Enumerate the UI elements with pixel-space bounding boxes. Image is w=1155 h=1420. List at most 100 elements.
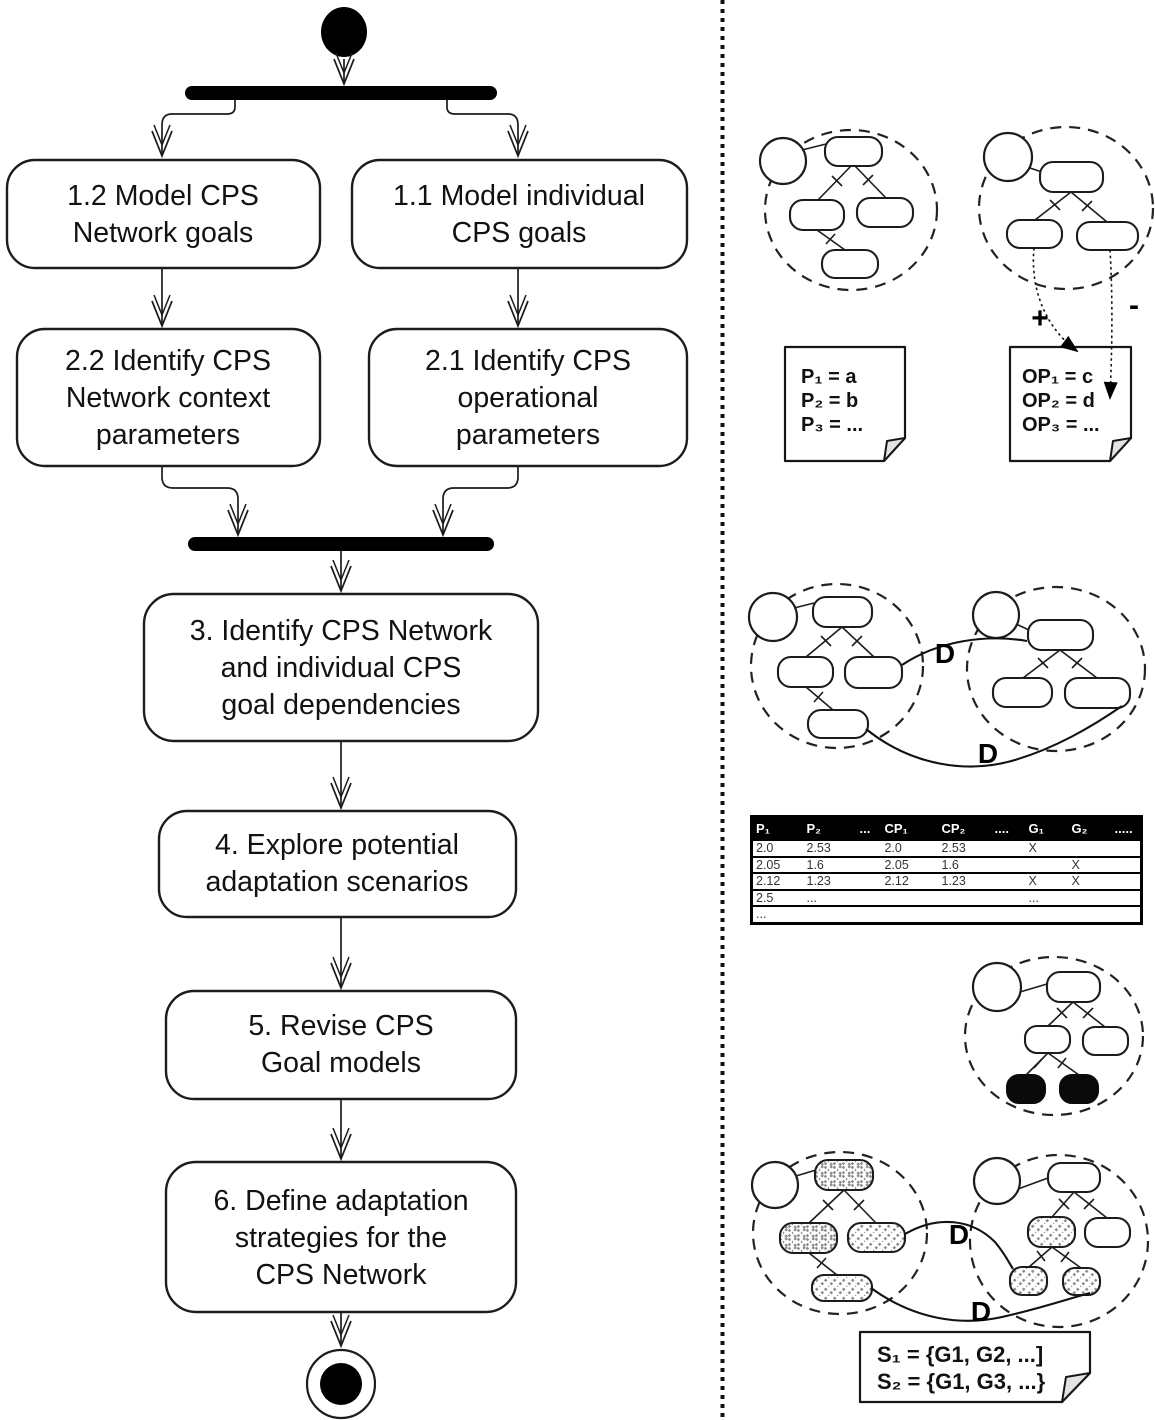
decomposition-tick (851, 635, 863, 647)
table-cell: 1.6 (938, 855, 992, 873)
goal-models-dependency-pair: D D (747, 582, 1147, 769)
table-cell (1025, 855, 1069, 873)
decomposition-link (1034, 191, 1072, 221)
table-cell: 2.12 (881, 872, 939, 890)
cps-boundary-dashed-circle (968, 1153, 1150, 1329)
activity-label-line: 6. Define adaptation (213, 1185, 468, 1217)
activity-node-identify-cps-network-context-parameters: 2.2 Identify CPS Network context paramet… (15, 327, 322, 468)
goal-node-crosshatched (813, 1158, 875, 1192)
activity-label-line: 5. Revise CPS (248, 1010, 433, 1042)
table-cell (991, 888, 1026, 906)
decomposition-link (843, 1189, 877, 1224)
table-cell (991, 855, 1026, 873)
minus-label: - (1129, 289, 1139, 322)
goal-node (1038, 160, 1105, 194)
agent-link (1019, 983, 1048, 993)
activity-node-explore-adaptation-scenarios: 4. Explore potential adaptation scenario… (157, 809, 518, 919)
activity-label-line: CPS goals (452, 217, 587, 249)
table-cell (938, 905, 992, 923)
decomposition-link (817, 165, 852, 201)
note-text-line: P₃ = ... (801, 414, 863, 436)
agent-circle (750, 1160, 800, 1210)
table-cell (856, 905, 882, 923)
table-header-cell: CP₂ (938, 816, 992, 840)
agent-link (801, 143, 827, 151)
activity-label-line: 3. Identify CPS Network (190, 615, 493, 647)
activity-label-line: 2.2 Identify CPS (65, 345, 271, 377)
goal-model-individual-cps (758, 128, 939, 292)
dependency-label: D (971, 1296, 991, 1327)
end-node (305, 1348, 377, 1420)
goal-node (843, 655, 904, 690)
table-cell: 1.6 (803, 855, 857, 873)
note-text-line: OP₁ = c (1022, 366, 1093, 388)
goal-node-hatched (1026, 1215, 1077, 1249)
table-header-cell: ..... (1111, 816, 1142, 840)
activity-label-line: operational (457, 382, 598, 414)
cps-boundary-dashed-circle (965, 585, 1147, 753)
activity-node-revise-cps-goal-models: 5. Revise CPS Goal models (164, 989, 518, 1101)
decomposition-link (1047, 1001, 1074, 1027)
agent-link (1017, 1177, 1049, 1190)
decomposition-link (854, 165, 887, 199)
activity-label-line: parameters (456, 419, 600, 451)
dependency-label: D (978, 738, 998, 769)
decomposition-link (841, 626, 875, 658)
dependency-label: D (935, 638, 955, 669)
note-fold-corner (1061, 1372, 1091, 1403)
decomposition-link (1047, 1052, 1080, 1076)
goal-node (1023, 1024, 1072, 1055)
table-header-cell: ... (856, 816, 882, 840)
operational-parameters-note: OP₁ = c OP₂ = d OP₃ = ... (1008, 345, 1133, 463)
goal-node (1083, 1216, 1132, 1249)
decomposition-link (808, 1252, 838, 1276)
note-text-line: OP₂ = d (1022, 390, 1095, 412)
decomposition-tick (1081, 200, 1093, 212)
cps-boundary-dashed-circle (977, 125, 1155, 291)
dependency-label: D (949, 1219, 969, 1250)
note-text-line: P₂ = b (801, 390, 858, 412)
goal-model-revised-black-goals (963, 955, 1145, 1117)
table-cell: 2.53 (803, 839, 857, 857)
decomposition-tick (813, 691, 824, 703)
table-cell (803, 905, 857, 923)
table-cell (991, 905, 1026, 923)
dependency-curve (870, 1287, 1091, 1322)
decomposition-tick (1057, 1057, 1067, 1069)
decomposition-link (805, 626, 843, 658)
table-cell (1111, 855, 1142, 873)
flow-arrow-22-to-join (161, 466, 249, 538)
table-cell: 2.12 (751, 872, 804, 890)
decomposition-link (805, 686, 834, 711)
activity-node-identify-goal-dependencies: 3. Identify CPS Network and individual C… (142, 592, 540, 743)
goal-node (806, 708, 870, 740)
decomposition-link (1073, 1191, 1108, 1219)
cps-boundary-dashed-circle (963, 955, 1145, 1117)
agent-circle (971, 590, 1021, 640)
positive-contribution-arrow (1032, 247, 1079, 353)
note-text-line: S₂ = {G1, G3, ...} (877, 1369, 1046, 1394)
table-cell (991, 872, 1026, 890)
activity-label-line: Network goals (73, 217, 254, 249)
activity-node-define-adaptation-strategies: 6. Define adaptation strategies for the … (164, 1160, 518, 1314)
activity-label-line: parameters (96, 419, 240, 451)
decomposition-tick (1049, 199, 1061, 211)
table-cell (856, 839, 882, 857)
decomposition-link (1070, 191, 1108, 223)
goal-node-hatched (1008, 1265, 1049, 1297)
table-cell: 2.0 (751, 839, 804, 857)
goal-node (1075, 220, 1140, 252)
activity-node-identify-cps-operational-parameters: 2.1 Identify CPS operational parameters (367, 327, 689, 468)
flow-arrow-21-to-join (432, 466, 519, 538)
decomposition-tick (1071, 657, 1083, 669)
goal-node-hatched (810, 1273, 874, 1303)
goal-node (1046, 1161, 1102, 1194)
goal-node-hatched (846, 1221, 907, 1254)
negative-contribution-arrow (1103, 249, 1118, 400)
table-cell: X (1068, 872, 1112, 890)
goal-model-with-operational-parameters (977, 125, 1155, 291)
decomposition-link (1051, 1246, 1082, 1269)
